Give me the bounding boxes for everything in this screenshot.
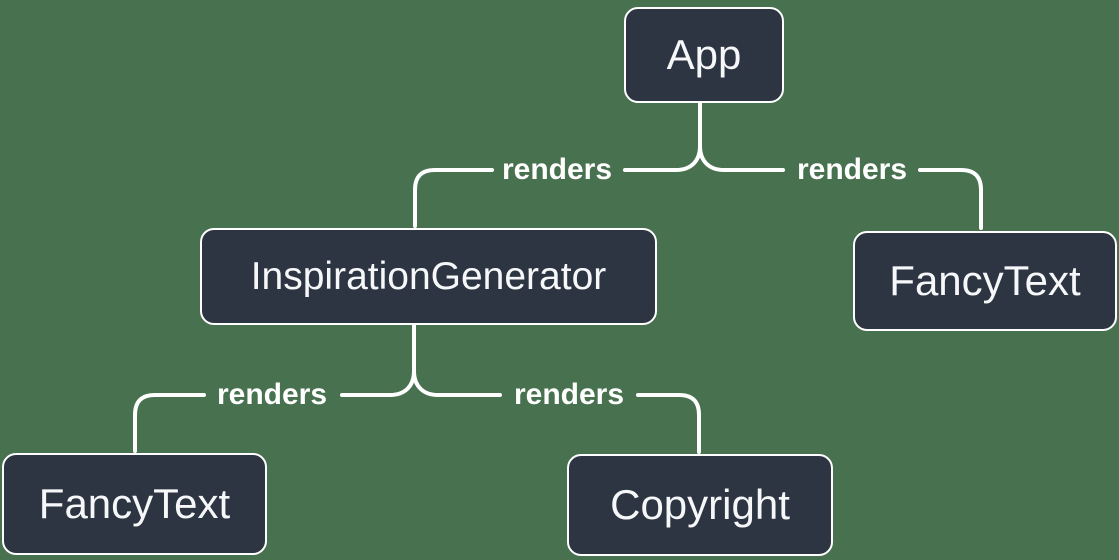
edge-line-ig-to-fancy: [133, 393, 206, 453]
edge-label-app-to-fancy: renders: [796, 153, 908, 186]
node-app-label: App: [666, 31, 742, 78]
node-fancy-text-top-right: FancyText: [853, 231, 1117, 331]
node-fancy-text-top-right-label: FancyText: [889, 257, 1081, 304]
edge-line-ig-fork-left: [340, 369, 416, 397]
edge-label-ig-to-copyright: renders: [513, 378, 625, 411]
node-fancy-text-bottom-left: FancyText: [2, 453, 267, 555]
edge-line-ig-to-copyright: [636, 393, 701, 454]
node-fancy-text-bottom-left-label: FancyText: [38, 480, 231, 527]
node-app: App: [624, 7, 784, 103]
edge-line-app-fork-left: [623, 144, 702, 172]
node-inspiration-generator: InspirationGenerator: [200, 228, 657, 325]
edge-line-ig-fork-right: [412, 369, 502, 397]
edge-label-app-to-ig: renders: [501, 153, 613, 186]
edge-line-app-fork-right: [698, 144, 785, 172]
edge-line-app-to-ig: [413, 168, 494, 228]
edge-line-app-to-fancy: [918, 168, 983, 230]
edge-label-ig-to-fancy: renders: [216, 378, 328, 411]
node-copyright-label: Copyright: [610, 481, 790, 528]
node-inspiration-generator-label: InspirationGenerator: [250, 254, 607, 298]
node-copyright: Copyright: [567, 454, 833, 556]
